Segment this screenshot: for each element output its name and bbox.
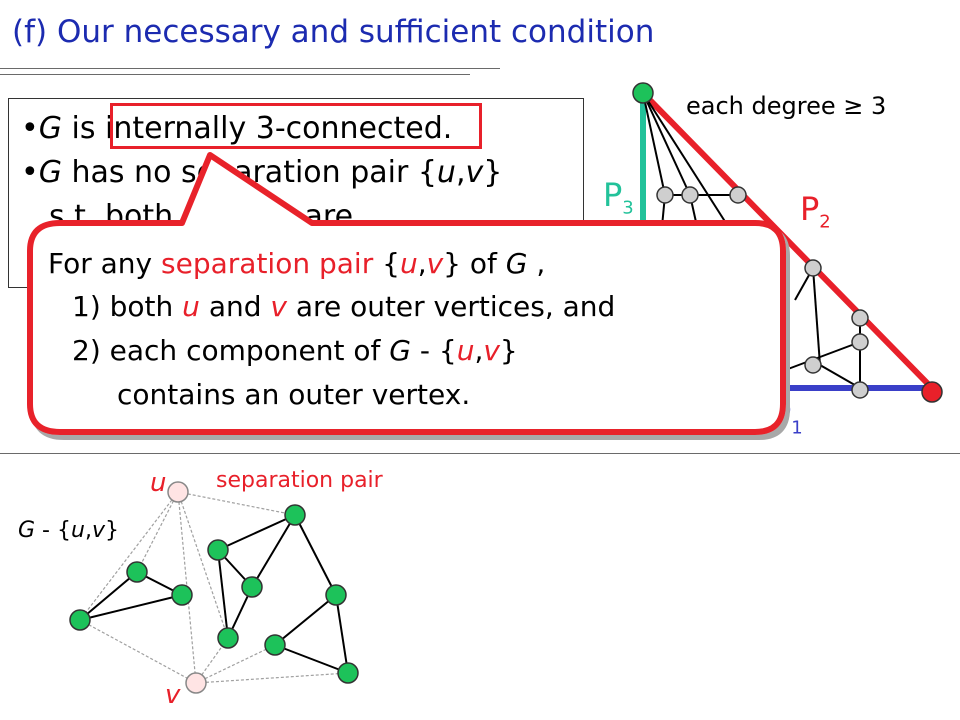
gray-node [681, 186, 699, 204]
component-edges [79, 514, 349, 674]
gray-node [851, 381, 869, 399]
title-rule [0, 68, 500, 69]
callout-line-3: 2) each component of G - {u,v} [72, 334, 518, 367]
p2-label: P2 [800, 190, 831, 233]
gray-node [804, 356, 822, 374]
graph-node [325, 584, 347, 606]
g-minus-uv-label: G - {u,v} [18, 518, 119, 543]
p3-label: P3 [603, 176, 634, 219]
p2-path [640, 90, 935, 391]
callout-line-1: For any separation pair {u,v} of G , [48, 247, 546, 280]
gray-node [656, 186, 674, 204]
right-node [921, 381, 943, 403]
separation-edges [79, 491, 349, 684]
gray-node [729, 186, 747, 204]
graph-node [217, 627, 239, 649]
graph-node [337, 662, 359, 684]
top-node [632, 82, 654, 104]
condition-line-1: •G is internally 3-connected. [21, 111, 453, 146]
graph-node [126, 561, 148, 583]
graph-node [284, 504, 306, 526]
graph-node [264, 634, 286, 656]
gray-node [851, 309, 869, 327]
v-label: v [165, 680, 181, 710]
separation-pair-label: separation pair [216, 468, 383, 493]
graph-node [241, 576, 263, 598]
graph-node [69, 609, 91, 631]
graph-node [207, 539, 229, 561]
page-title: (f) Our necessary and sufficient conditi… [12, 14, 655, 50]
degree-label: each degree ≥ 3 [686, 92, 887, 120]
title-rule-2 [0, 74, 470, 75]
u-label: u [150, 468, 167, 498]
callout-line-4: contains an outer vertex. [117, 378, 471, 411]
gray-node [851, 333, 869, 351]
callout-line-2: 1) both u and v are outer vertices, and [72, 290, 616, 323]
gray-node [804, 259, 822, 277]
u-node [167, 481, 189, 503]
graph-node [171, 584, 193, 606]
right-graph-nodes [632, 82, 943, 403]
v-node [185, 672, 207, 694]
section-divider [0, 453, 960, 454]
component-nodes [69, 481, 359, 694]
highlight-box [110, 103, 482, 149]
